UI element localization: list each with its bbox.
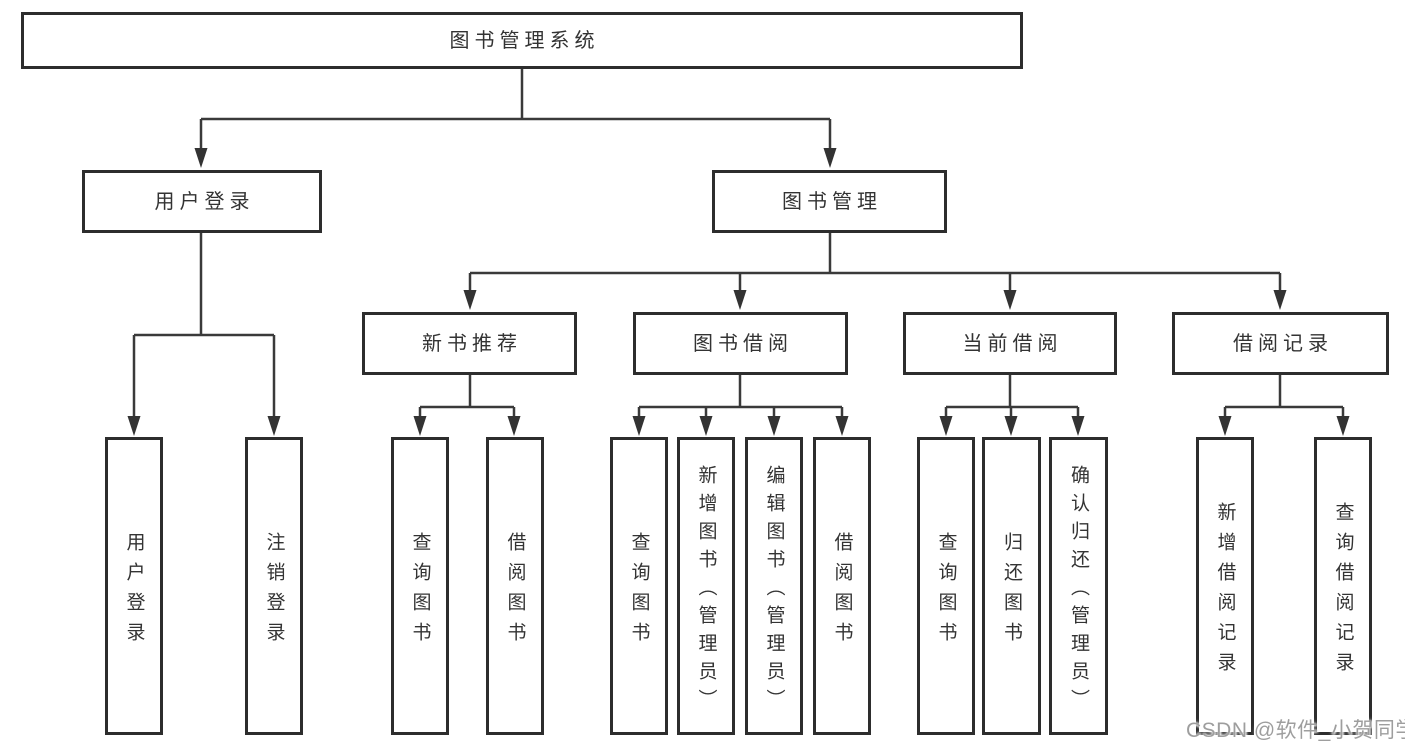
node-leaf-confirm-return-admin: 确认归还（管理员）: [1049, 437, 1108, 735]
leaf-label: 借阅图书: [831, 531, 853, 652]
node-borrow-records: 借阅记录: [1172, 312, 1389, 375]
node-leaf-edit-book-admin: 编辑图书（管理员）: [745, 437, 803, 735]
node-book-borrow: 图书借阅: [633, 312, 848, 375]
leaf-label: 查询图书: [409, 531, 431, 652]
node-leaf-query-books-1: 查询图书: [391, 437, 449, 735]
node-leaf-add-book-admin: 新增图书（管理员）: [677, 437, 735, 735]
node-leaf-borrow-books-1: 借阅图书: [486, 437, 544, 735]
node-new-book-recommend-label: 新书推荐: [422, 332, 522, 355]
node-new-book-recommend: 新书推荐: [362, 312, 577, 375]
leaf-label: 新增借阅记录: [1214, 501, 1236, 682]
leaf-label: 查询借阅记录: [1332, 501, 1354, 682]
node-current-borrow-label: 当前借阅: [962, 332, 1063, 355]
leaf-label: 查询图书: [935, 531, 957, 652]
node-book-management: 图书管理: [712, 170, 947, 233]
node-user-login: 用户登录: [82, 170, 322, 233]
leaf-label: 借阅图书: [504, 531, 526, 652]
leaf-label: 确认归还（管理员）: [1068, 464, 1089, 717]
node-current-borrow: 当前借阅: [903, 312, 1117, 375]
leaf-label: 编辑图书（管理员）: [763, 464, 785, 717]
node-leaf-logout: 注销登录: [245, 437, 303, 735]
leaf-label: 查询图书: [628, 531, 650, 652]
leaf-label: 注销登录: [263, 531, 285, 652]
node-book-borrow-label: 图书借阅: [693, 332, 793, 355]
node-leaf-query-books-2: 查询图书: [610, 437, 668, 735]
node-leaf-query-borrow-record: 查询借阅记录: [1314, 437, 1372, 735]
node-root-label: 图书管理系统: [449, 29, 600, 52]
node-root: 图书管理系统: [21, 12, 1023, 69]
leaf-label: 归还图书: [1001, 531, 1022, 652]
arrowheads: [127, 148, 1350, 436]
node-borrow-records-label: 借阅记录: [1233, 332, 1333, 355]
node-leaf-query-books-3: 查询图书: [917, 437, 975, 735]
node-user-login-label: 用户登录: [154, 190, 255, 213]
node-book-management-label: 图书管理: [782, 190, 882, 213]
leaf-label: 用户登录: [123, 531, 145, 652]
node-leaf-borrow-books-2: 借阅图书: [813, 437, 871, 735]
node-leaf-user-login: 用户登录: [105, 437, 163, 735]
node-leaf-return-book: 归还图书: [982, 437, 1041, 735]
node-leaf-add-borrow-record: 新增借阅记录: [1196, 437, 1254, 735]
leaf-label: 新增图书（管理员）: [695, 464, 717, 717]
csdn-watermark: CSDN @软件_小贺同学: [1186, 719, 1405, 742]
